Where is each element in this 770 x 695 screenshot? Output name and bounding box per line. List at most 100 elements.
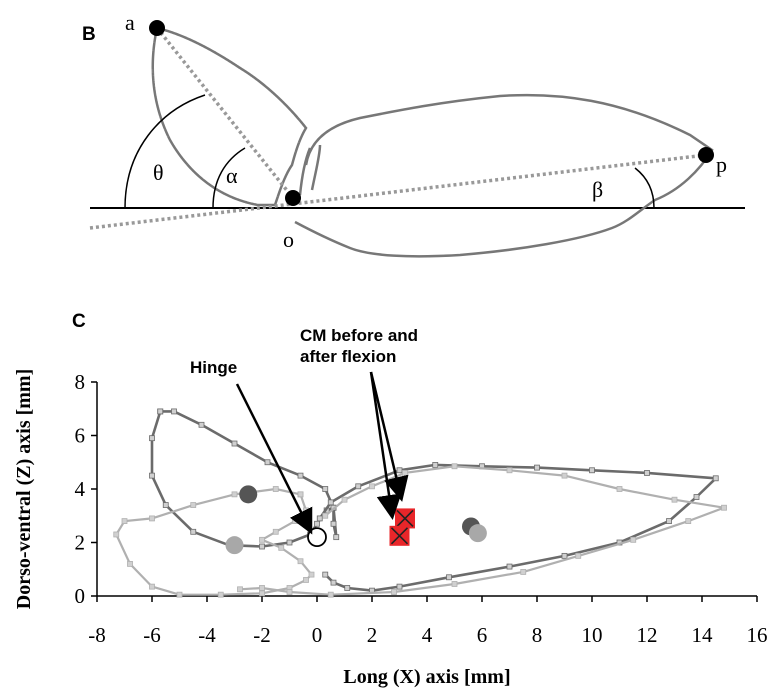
- extended-outline-point: [231, 491, 238, 498]
- flexed-outline-point: [589, 467, 595, 474]
- cm-annotation-line1: CM before and: [300, 326, 418, 345]
- series-layer: [113, 408, 727, 598]
- extended-outline-point: [292, 518, 298, 524]
- extended-outline-point: [322, 512, 329, 519]
- flexed-outline-point: [327, 499, 334, 506]
- flexed-outline-point: [693, 494, 700, 500]
- extended-outline-point: [278, 544, 285, 551]
- extended-outline-point: [297, 491, 304, 498]
- flexed-outline-point: [231, 440, 238, 447]
- label-o: o: [283, 227, 294, 252]
- extended-outline-point: [272, 528, 279, 535]
- flexed-outline-point: [190, 528, 197, 535]
- flexed-outline-point: [396, 467, 403, 474]
- extended-outline-point: [391, 589, 397, 595]
- hinge-annotation: Hinge: [190, 358, 237, 377]
- hinge-point: [307, 527, 327, 548]
- extended-outline-point: [127, 561, 133, 567]
- flexed-outline-point: [330, 520, 337, 527]
- x-tick-label: 0: [312, 623, 323, 647]
- flexed-outline-point: [297, 472, 304, 479]
- flexed-outline-point: [316, 515, 323, 522]
- x-tick-label: 12: [637, 623, 658, 647]
- panel-c-label: C: [72, 311, 86, 332]
- extended-outline-point: [113, 531, 120, 538]
- flexed-outline-point: [333, 534, 340, 541]
- point-a: [149, 20, 165, 36]
- point-o: [285, 190, 301, 206]
- flexed-outline-point: [712, 475, 719, 482]
- y-tick-label: 0: [75, 584, 86, 608]
- x-tick-label: -8: [88, 623, 106, 647]
- extended-outline-point: [685, 518, 692, 524]
- cm-cross: [390, 527, 409, 545]
- extended-outline-point: [327, 591, 334, 598]
- flexed-outline-point: [432, 462, 439, 468]
- flexed-outline-point: [396, 583, 403, 590]
- x-tick-label: 2: [367, 623, 378, 647]
- flexed-outline-point: [314, 520, 320, 527]
- cm-arrow-after: [369, 371, 402, 520]
- extended-outline-point: [402, 470, 408, 476]
- beta-arc: [634, 167, 655, 209]
- flexed-outline-point: [259, 543, 265, 550]
- flexed-outline-point: [644, 470, 650, 476]
- y-tick-label: 4: [75, 477, 86, 501]
- flexed-outline-point: [157, 408, 164, 415]
- flexed-outline-point: [561, 552, 568, 559]
- extended-outline-point: [190, 502, 197, 508]
- flexed-outline-point: [666, 518, 672, 524]
- extended-outline-point: [616, 486, 623, 492]
- extended-outline-point: [272, 486, 279, 492]
- extended-outline-point: [520, 569, 527, 575]
- extended-outline-point: [176, 591, 183, 598]
- flexed-outline-point: [344, 585, 351, 591]
- x-axis-title: Long (X) axis [mm]: [343, 666, 510, 688]
- y-tick-label: 6: [75, 424, 86, 448]
- theta-arc: [124, 94, 206, 209]
- extended-outline-2: [115, 487, 313, 596]
- extended-outline-point: [721, 504, 727, 511]
- extended-point: [468, 524, 487, 543]
- flexed-point: [239, 485, 258, 504]
- extended-outline-point: [297, 558, 304, 565]
- flexed-outline-point: [506, 563, 513, 570]
- panel-b-label: B: [82, 24, 96, 45]
- label-alpha: α: [226, 163, 238, 188]
- extended-outline-point: [121, 518, 128, 524]
- flexed-outline-point: [171, 408, 177, 415]
- x-tick-label: 16: [747, 623, 768, 647]
- flexed-outline-point: [286, 539, 293, 546]
- extended-outline-point: [308, 571, 315, 578]
- label-theta: θ: [153, 160, 164, 185]
- line-a-o: [155, 26, 295, 200]
- extended-point: [225, 536, 244, 555]
- flexed-outline-point: [322, 571, 329, 578]
- extended-outline-point: [341, 496, 348, 503]
- alpha-arc: [212, 147, 246, 209]
- extended-outline-point: [259, 590, 265, 597]
- x-tick-label: 4: [422, 623, 433, 647]
- y-tick-label: 8: [75, 370, 86, 394]
- extended-outline-point: [237, 586, 243, 593]
- flexed-outline-point: [162, 502, 169, 508]
- extended-outline-point: [259, 536, 265, 543]
- x-tick-label: -4: [198, 623, 216, 647]
- extended-outline-point: [575, 552, 582, 559]
- flexed-outline-point: [446, 574, 452, 581]
- body-outline: [294, 93, 714, 258]
- label-p: p: [716, 152, 727, 177]
- extended-outline-point: [671, 496, 678, 503]
- point-p: [698, 147, 714, 163]
- label-beta: β: [592, 177, 603, 202]
- y-axis-title: Dorso-ventral (Z) axis [mm]: [13, 369, 35, 610]
- x-tick-label: 14: [692, 623, 714, 647]
- extended-outline-point: [149, 515, 155, 522]
- extended-outline-point: [149, 583, 155, 590]
- extended-outline-point: [506, 467, 513, 474]
- upper-outline-inner: [298, 144, 322, 196]
- extended-outline-3: [239, 465, 726, 596]
